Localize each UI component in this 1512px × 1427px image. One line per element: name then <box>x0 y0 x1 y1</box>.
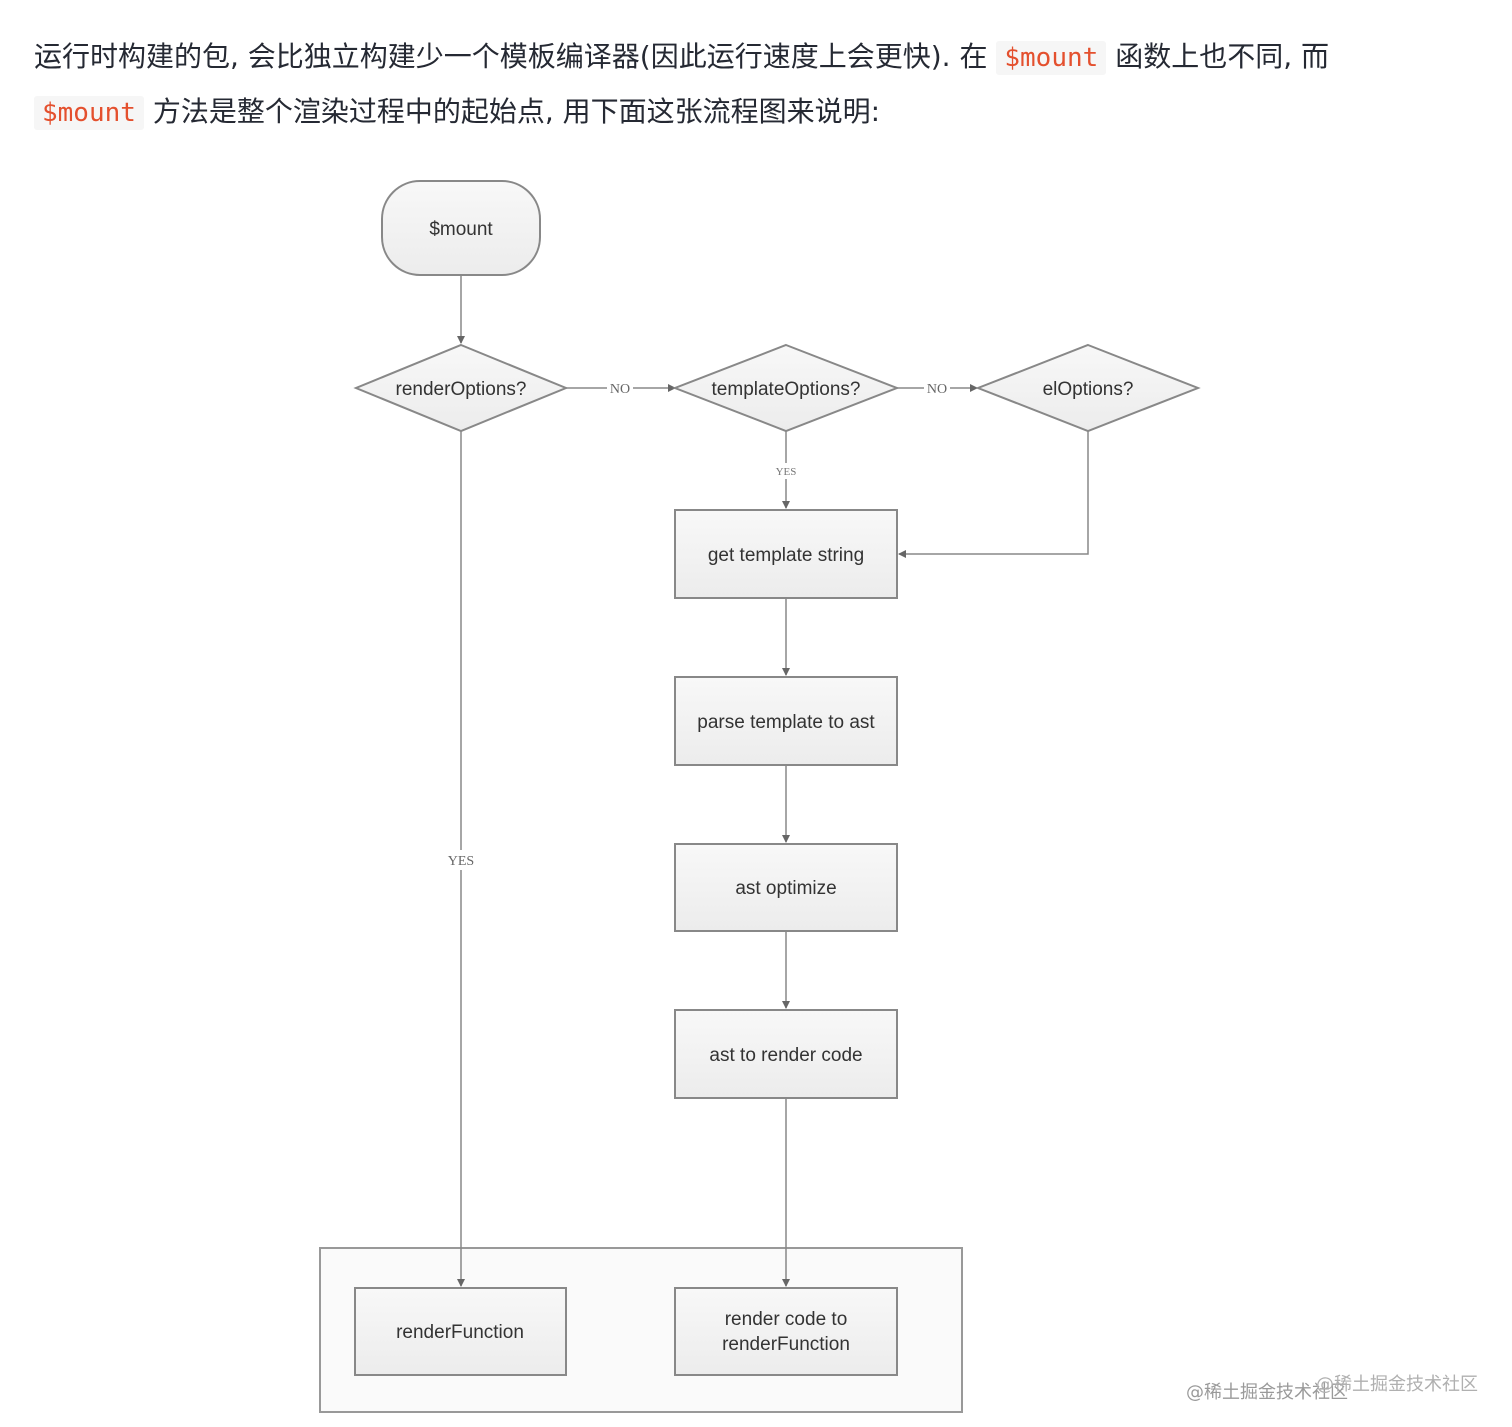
render-code-to-function-box <box>674 1287 898 1376</box>
ast-to-render-box <box>674 1009 898 1099</box>
get-template-label: get template string <box>708 545 864 566</box>
ast-optimize-box <box>674 843 898 932</box>
edge-label-bg-yes-template <box>774 463 798 479</box>
template-options-decision <box>672 343 900 433</box>
start-node <box>381 180 541 276</box>
start-node-label: $mount <box>429 219 493 240</box>
edge-label-no-2: NO <box>927 382 947 397</box>
intro-paragraph: 运行时构建的包, 会比独立构建少一个模板编译器(因此运行速度上会更快). 在 $… <box>34 30 1474 140</box>
render-options-label: renderOptions? <box>396 379 527 400</box>
parse-template-label: parse template to ast <box>697 712 875 733</box>
intro-text-1: 运行时构建的包, 会比独立构建少一个模板编译器(因此运行速度上会更快). 在 <box>34 40 988 73</box>
intro-text-2: 函数上也不同, 而 <box>1115 40 1329 73</box>
code-mount-1: $mount <box>996 41 1107 75</box>
render-options-decision <box>353 343 569 433</box>
watermark-secondary: @稀土掘金技术社区 <box>1316 1374 1478 1395</box>
render-code-label-line2: renderFunction <box>722 1334 850 1355</box>
render-code-label-line1: render code to <box>725 1309 848 1330</box>
edge-label-yes-template: YES <box>776 466 797 478</box>
render-function-label: renderFunction <box>396 1322 524 1343</box>
watermark-primary: @稀土掘金技术社区 <box>1186 1382 1348 1403</box>
edge-label-yes-render: YES <box>448 854 474 869</box>
el-options-decision <box>975 343 1201 433</box>
ast-to-render-label: ast to render code <box>709 1045 862 1066</box>
el-options-label: elOptions? <box>1043 379 1134 400</box>
ast-optimize-label: ast optimize <box>735 878 836 899</box>
edge-label-bg-no-2 <box>924 379 950 397</box>
code-mount-2: $mount <box>34 96 144 130</box>
get-template-box <box>674 509 898 599</box>
edge-label-bg-no-1 <box>607 379 633 397</box>
edge-el-options-to-template <box>898 431 1089 558</box>
edge-label-bg-yes-render <box>444 850 478 870</box>
intro-text-3: 方法是整个渲染过程中的起始点, 用下面这张流程图来说明: <box>152 95 881 128</box>
parse-template-box <box>674 676 898 766</box>
render-function-box <box>354 1287 567 1376</box>
template-options-label: templateOptions? <box>712 379 861 400</box>
edge-label-no-1: NO <box>610 382 630 397</box>
